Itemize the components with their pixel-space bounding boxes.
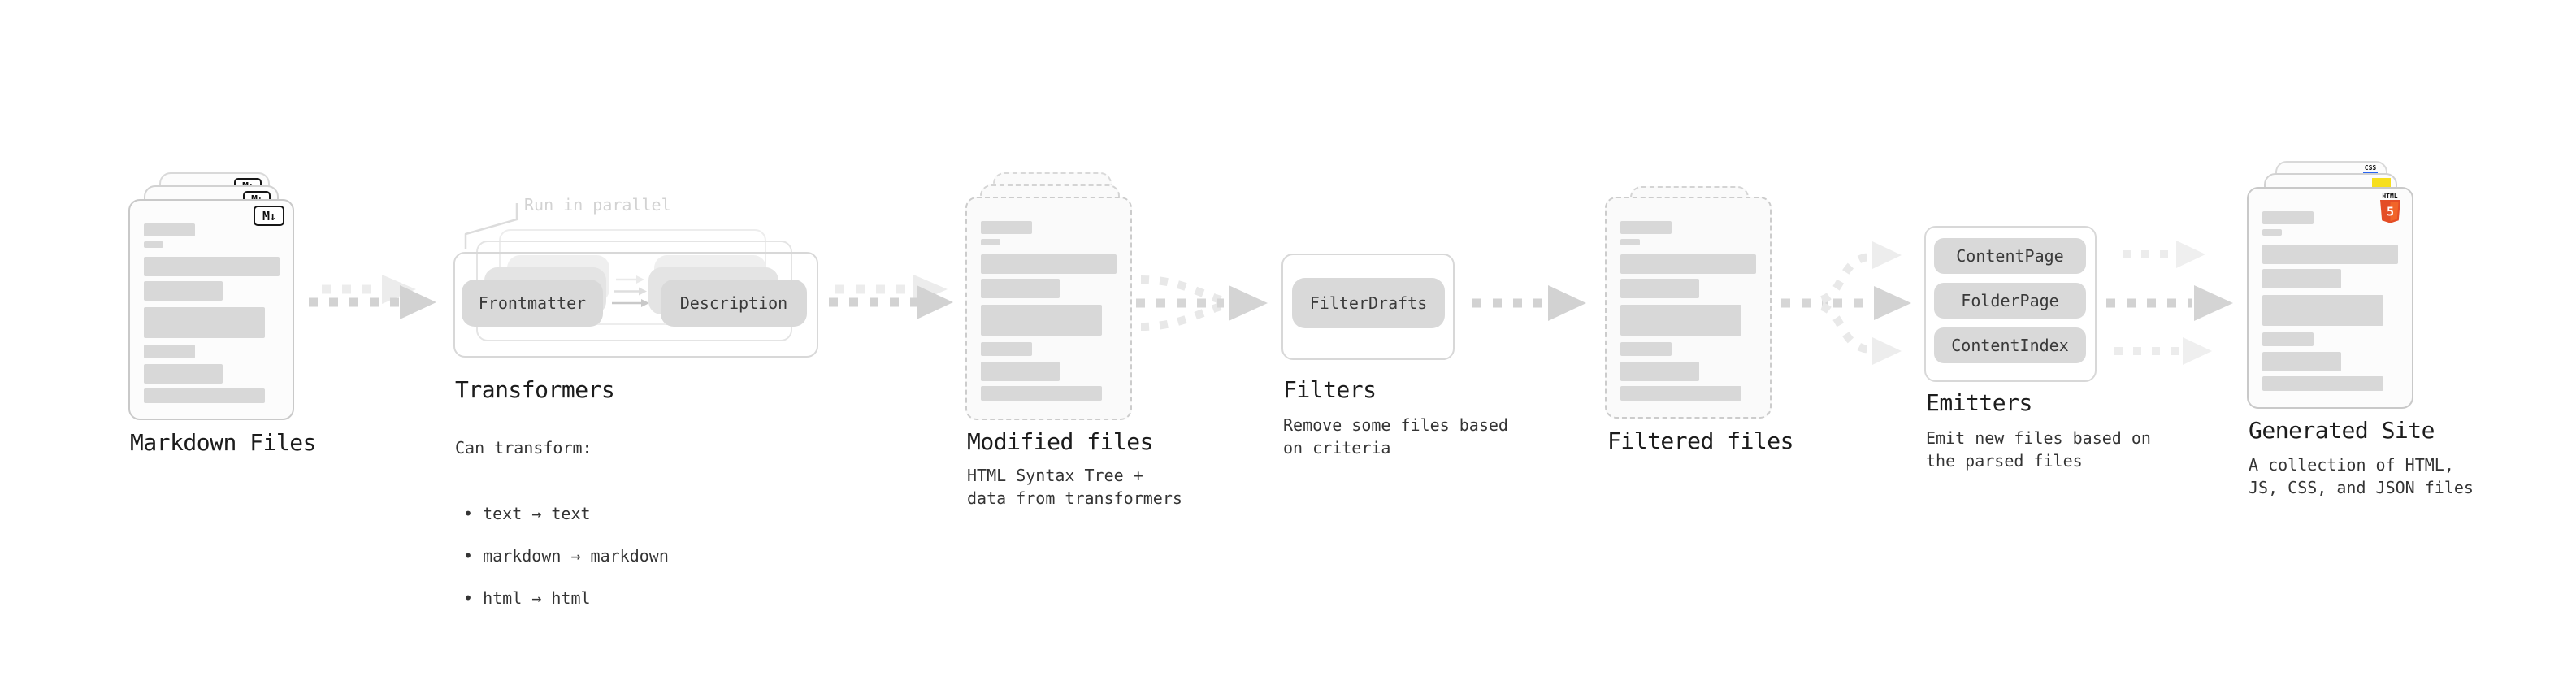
markdown-file-card-front: M↓ [128,199,294,420]
bullet-markdown-to-markdown: • markdown → markdown [463,546,669,566]
html5-shield-icon: 5 [2379,200,2400,223]
arrow-modified-to-filters [1136,275,1268,331]
arrow-filters-to-filtered [1472,285,1586,321]
css-icon-text: CSS [2364,164,2377,171]
filtered-files-label: Filtered files [1607,427,1794,454]
folderpage-pill: FolderPage [1934,283,2086,319]
bullet-text-to-text: • text → text [463,504,591,523]
js-file-icon [2372,178,2391,189]
document-placeholder-bars [981,221,1117,401]
arrow-markdown-to-transformers [309,275,436,319]
contentpage-pill: ContentPage [1934,238,2086,274]
filters-description: Remove some files based on criteria [1283,415,1508,458]
document-placeholder-bars [1620,221,1756,401]
frontmatter-pill: Frontmatter [462,280,603,327]
filterdrafts-pill: FilterDrafts [1292,278,1445,328]
emitters-label: Emitters [1926,389,2032,416]
transformer-pill-arrows [612,275,649,307]
generated-html-file-card: HTML 5 [2247,187,2413,409]
transformers-description: Can transform: • text → text • markdown … [455,414,669,653]
filters-label: Filters [1283,376,1377,403]
html5-file-icon: HTML 5 [2378,193,2402,228]
can-transform-title: Can transform: [455,438,592,458]
svg-text:5: 5 [2386,205,2393,219]
arrow-transformers-to-modified [829,275,953,319]
description-pill: Description [661,280,807,327]
filtered-file-card-front [1605,197,1772,419]
markdown-icon: M↓ [254,206,284,226]
transformers-box-front [453,252,818,358]
arrow-emitters-to-generated [2106,241,2233,365]
run-in-parallel-annotation: Run in parallel [524,195,671,215]
html5-icon-text: HTML [2382,193,2398,200]
markdown-files-label: Markdown Files [130,429,317,456]
generated-site-label: Generated Site [2249,417,2435,444]
generated-site-description: A collection of HTML, JS, CSS, and JSON … [2249,455,2474,497]
arrow-filtered-to-emitters [1781,241,1911,365]
emitters-description: Emit new files based on the parsed files [1926,428,2151,471]
document-placeholder-bars [144,223,280,403]
run-in-parallel-leader-line [464,203,518,249]
modified-file-card-front [965,197,1132,420]
document-placeholder-bars [2262,211,2398,391]
modified-files-description: HTML Syntax Tree + data from transformer… [967,466,1182,508]
contentindex-pill: ContentIndex [1934,327,2086,363]
transformers-label: Transformers [455,376,615,403]
bullet-html-to-html: • html → html [463,588,591,608]
modified-files-label: Modified files [967,428,1154,455]
